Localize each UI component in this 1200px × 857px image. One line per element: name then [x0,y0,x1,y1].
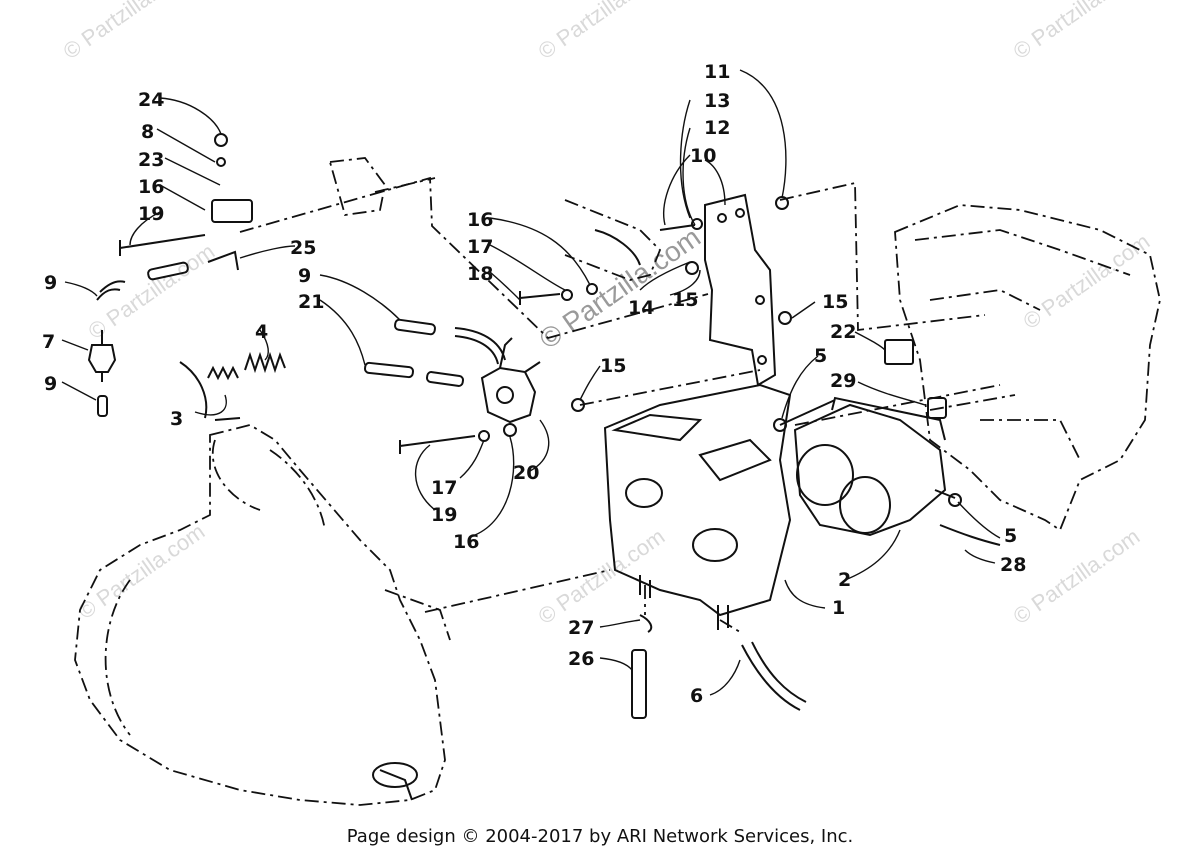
callout-13: 13 [704,90,730,112]
cable-housing [564,199,662,281]
assembly-lines [239,176,1016,633]
watermark: © Partzilla.com [1009,524,1145,630]
airbox-outline [894,204,1161,532]
callout-11: 11 [704,61,730,83]
callout-23: 23 [138,149,164,171]
callout-20: 20 [513,462,539,484]
fuel-filter [87,330,117,417]
clip-part-29 [927,397,947,419]
carb-intake-right [692,528,738,562]
callout-25: 25 [290,237,316,259]
decal-part-22 [884,339,914,365]
callout-10: 10 [690,145,716,167]
callout-7: 7 [42,331,55,353]
callout-1: 1 [832,597,845,619]
oil-pump [480,337,541,424]
callout-16-bottom: 16 [453,531,479,553]
callout-21: 21 [298,291,324,313]
callout-19-bottom: 19 [431,504,457,526]
callout-2: 2 [838,569,851,591]
callout-18: 18 [467,263,493,285]
mounting-plate [704,193,777,387]
air-silencer [793,396,947,537]
callout-12: 12 [704,117,730,139]
watermark: © Partzilla.com [534,524,670,630]
springs [179,351,286,421]
callouts: 1 2 3 4 5 5 6 7 8 9 9 9 10 11 12 13 14 1… [42,61,1026,707]
callout-16-center: 16 [467,209,493,231]
carburetor [603,383,792,630]
callout-9-center: 9 [298,265,311,287]
callout-17-center: 17 [467,236,493,258]
callout-24: 24 [138,89,164,111]
leader-lines [61,69,1001,696]
engine-shaft [372,762,418,788]
callout-17-bottom: 17 [431,477,457,499]
watermark: © Partzilla.com [1009,0,1145,64]
fasteners [119,133,1001,633]
callout-16-top-left: 16 [138,176,164,198]
watermark: © Partzilla.com [84,239,220,345]
callout-15-lower: 15 [600,355,626,377]
callout-19-left: 19 [138,203,164,225]
callout-5-bottom: 5 [1004,525,1017,547]
callout-29: 29 [830,370,856,392]
callout-6: 6 [690,685,703,707]
engine-outline [74,424,451,806]
hoses [96,261,807,719]
callout-14: 14 [628,297,654,319]
watermark-layer: © Partzilla.com © Partzilla.com © Partzi… [59,0,1155,629]
callout-4: 4 [255,321,268,343]
callout-5-top: 5 [814,345,827,367]
hose-part-26 [631,649,647,719]
callout-3: 3 [170,408,183,430]
watermark: © Partzilla.com [534,0,670,64]
callout-28: 28 [1000,554,1026,576]
watermark: © Partzilla.com [59,0,195,64]
callout-8: 8 [141,121,154,143]
callout-26: 26 [568,648,594,670]
callout-9-left-top: 9 [44,272,57,294]
callout-15-upper: 15 [672,289,698,311]
page-footer: Page design © 2004-2017 by ARI Network S… [346,826,854,847]
callout-15-right: 15 [822,291,848,313]
watermark: © Partzilla.com [74,519,210,625]
callout-9-left-bottom: 9 [44,373,57,395]
watermark: © Partzilla.com [1019,229,1155,335]
callout-27: 27 [568,617,594,639]
carb-intake-left [625,478,663,508]
callout-22: 22 [830,321,856,343]
